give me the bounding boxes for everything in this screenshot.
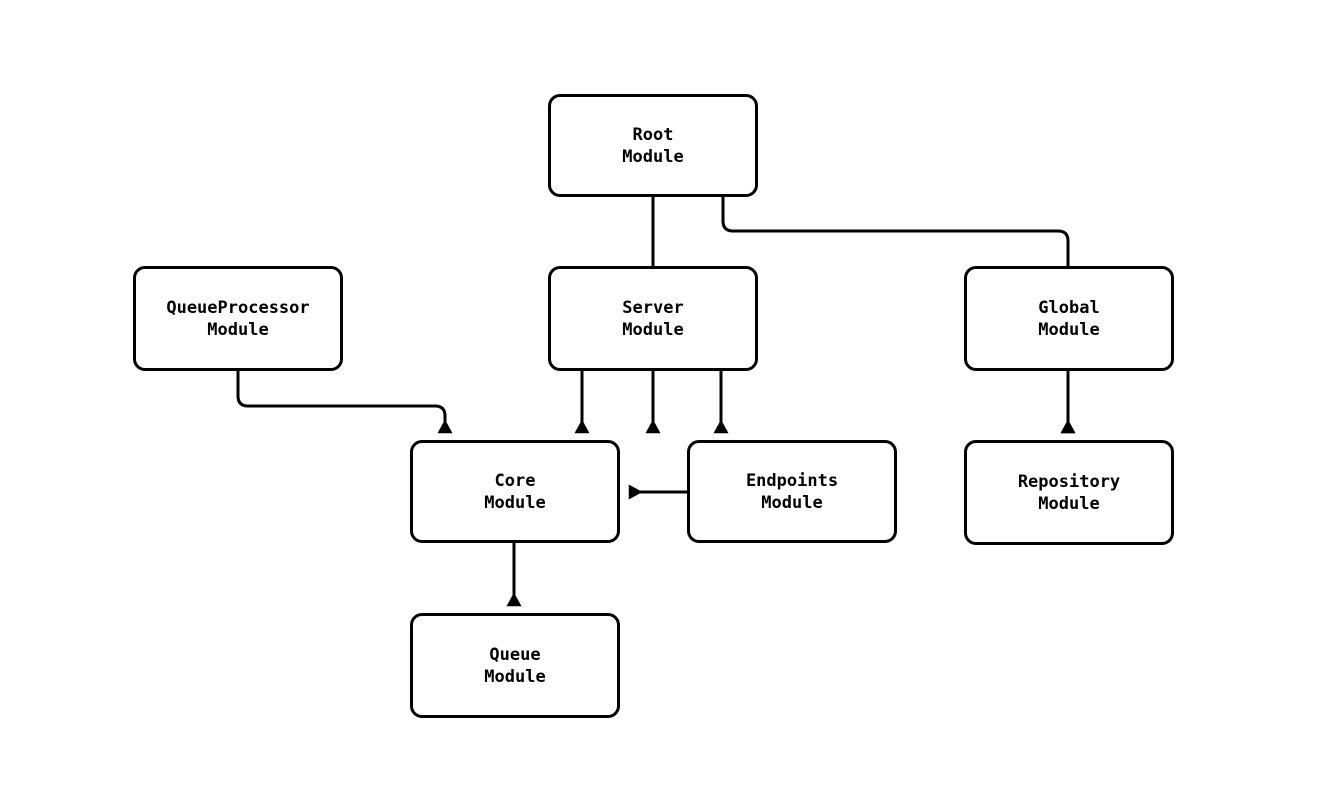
node-endpoints-module-label: Endpoints Module [745, 470, 839, 513]
node-queueprocessor-module-label: QueueProcessor Module [166, 297, 310, 340]
node-server-module-label: Server Module [622, 297, 684, 340]
node-queue-module-label: Queue Module [484, 644, 546, 687]
node-repository-module-label: Repository Module [1017, 471, 1121, 514]
node-queue-module[interactable]: Queue Module [410, 613, 620, 718]
node-root-module[interactable]: Root Module [548, 94, 758, 197]
node-global-module[interactable]: Global Module [964, 266, 1174, 371]
node-core-module-label: Core Module [484, 470, 546, 513]
edge-root-to-global [721, 197, 1076, 434]
node-root-module-label: Root Module [622, 124, 684, 167]
node-global-module-label: Global Module [1038, 297, 1100, 340]
node-endpoints-module[interactable]: Endpoints Module [687, 440, 897, 543]
node-server-module[interactable]: Server Module [548, 266, 758, 371]
node-repository-module[interactable]: Repository Module [964, 440, 1174, 545]
node-queueprocessor-module[interactable]: QueueProcessor Module [133, 266, 343, 371]
node-core-module[interactable]: Core Module [410, 440, 620, 543]
edge-queueprocessor-to-core [236, 371, 453, 434]
